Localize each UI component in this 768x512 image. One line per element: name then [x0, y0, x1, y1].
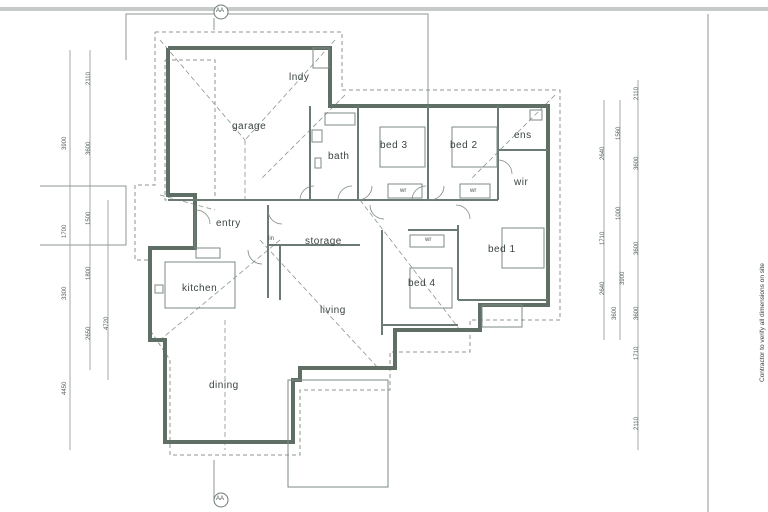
- dim-right-inner-1: 1710: [600, 231, 606, 245]
- dim-right-outer-4: 3600: [634, 306, 640, 320]
- dim-left-outer-4: 4450: [62, 381, 68, 395]
- dim-left-middle-2: 3600: [86, 141, 92, 155]
- room-dining: dining: [209, 380, 239, 391]
- robe-bed2: wr: [470, 188, 477, 194]
- room-bed-4: bed 4: [408, 278, 436, 289]
- dim-left-outer-1: 3900: [62, 136, 68, 150]
- dim-left-middle-3: 1500: [86, 211, 92, 225]
- room-living: living: [320, 305, 346, 316]
- dim-right-middle-5: 2640: [600, 281, 606, 295]
- linen-cupboard: lin: [268, 236, 275, 242]
- room-garage: garage: [232, 121, 267, 132]
- dim-right-outer-1: 2110: [634, 87, 640, 100]
- dim-left-middle-4: 1800: [86, 266, 92, 280]
- dim-right-middle-1: 2640: [600, 146, 606, 160]
- room-kitchen: kitchen: [182, 283, 218, 294]
- dim-right-middle-4: 3900: [620, 271, 626, 285]
- room-bed-3: bed 3: [380, 140, 408, 151]
- robe-bed4: wr: [425, 237, 432, 243]
- section-marker-bottom: AA: [216, 496, 225, 502]
- dim-right-middle-2: 1560: [616, 126, 622, 140]
- dim-right-outer-5: 1710: [634, 346, 640, 360]
- room-bed-2: bed 2: [450, 140, 478, 151]
- dim-right-outer-6: 2110: [634, 417, 640, 430]
- dim-right-middle-3: 1000: [616, 206, 622, 220]
- robe-bed3: wr: [400, 188, 407, 194]
- dim-left-middle-1: 2110: [86, 72, 92, 85]
- dim-right-outer-3: 3600: [634, 241, 640, 255]
- dim-left-outer-3: 3300: [62, 286, 68, 300]
- dim-left-inner-1: 4720: [104, 316, 110, 330]
- dim-right-outer-2: 3600: [634, 156, 640, 170]
- dim-left-middle-5: 2650: [86, 326, 92, 340]
- room-wir: wir: [514, 177, 529, 188]
- room-bath: bath: [328, 151, 350, 162]
- room-bed-1: bed 1: [488, 244, 516, 255]
- contractor-note: Contractor to verify all dimensions on s…: [759, 263, 766, 382]
- room-laundry: lndy: [289, 72, 310, 83]
- room-ensuite: ens: [514, 130, 532, 141]
- room-entry: entry: [216, 218, 241, 229]
- room-storage: storage: [305, 236, 342, 247]
- dim-left-outer-2: 1700: [62, 224, 68, 238]
- dim-right-inner-2: 3600: [612, 306, 618, 320]
- section-marker-top: AA: [216, 8, 225, 14]
